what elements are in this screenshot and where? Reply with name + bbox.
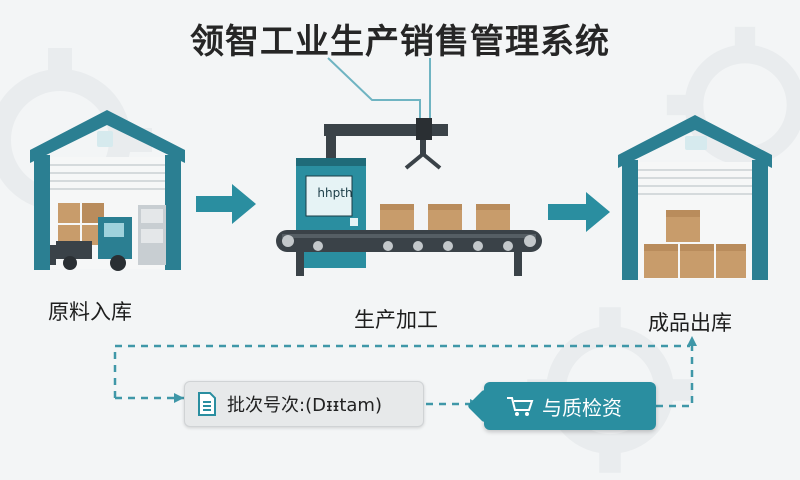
batch-number-label: 批次号次:(Dᵻᵻtam) bbox=[227, 395, 382, 416]
quality-inspection-box[interactable]: 与质检资 bbox=[467, 382, 656, 430]
stage-label-finished-goods: 成品出库 bbox=[648, 311, 732, 335]
truck-icon bbox=[685, 136, 707, 150]
cart-icon bbox=[507, 397, 534, 416]
title-pointer-line bbox=[327, 57, 431, 130]
stage-label-processing: 生产加工 bbox=[354, 308, 438, 332]
batch-number-box[interactable]: 批次号次:(Dᵻᵻtam) bbox=[184, 381, 424, 427]
stage-label-raw-material: 原料入库 bbox=[48, 300, 132, 324]
page-title: 领智工业生产销售管理系统 bbox=[190, 22, 610, 62]
flow-arrow-2 bbox=[548, 192, 610, 232]
machine-screen-text: hhpth bbox=[317, 186, 353, 200]
quality-inspection-label: 与质检资 bbox=[542, 395, 622, 420]
package-icon bbox=[97, 131, 113, 147]
finished-goods-warehouse bbox=[618, 115, 772, 280]
document-icon bbox=[198, 392, 216, 416]
production-machine bbox=[276, 118, 542, 276]
flow-arrow-1 bbox=[196, 184, 256, 224]
raw-material-warehouse bbox=[30, 110, 185, 271]
